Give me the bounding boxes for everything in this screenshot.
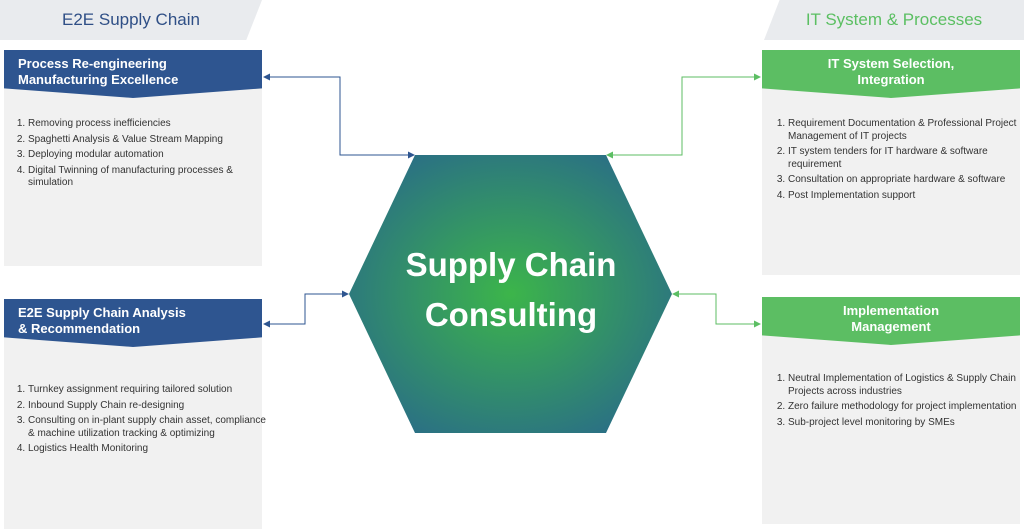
list-item: IT system tenders for IT hardware & soft… xyxy=(788,146,1024,171)
tab-e2e-supply-chain: E2E Supply Chain xyxy=(0,0,262,40)
list-item: Inbound Supply Chain re-designing xyxy=(28,400,268,413)
list-it-system-selection: Requirement Documentation & Professional… xyxy=(770,118,1024,205)
center-label-line-2: Consulting xyxy=(424,296,598,333)
list-item: Digital Twinning of manufacturing proces… xyxy=(28,165,268,190)
list-item: Consultation on appropriate hardware & s… xyxy=(788,174,1024,187)
list-e2e-analysis: Turnkey assignment requiring tailored so… xyxy=(10,384,268,459)
header-line-1: Implementation xyxy=(842,303,940,318)
header-line-2: Manufacturing Excellence xyxy=(18,72,179,87)
header-it-system-selection: IT System Selection, Integration xyxy=(762,50,1020,98)
center-label: Supply Chain Consulting xyxy=(350,240,672,340)
panel-implementation-management xyxy=(762,335,1020,524)
center-hexagon xyxy=(349,155,672,433)
panel-e2e-analysis xyxy=(4,338,262,529)
center-label-line-1: Supply Chain xyxy=(405,246,617,283)
list-process-reengineering: Removing process inefficiencies Spaghett… xyxy=(10,118,268,193)
tab-it-system-processes: IT System & Processes xyxy=(764,0,1024,40)
tab-label: IT System & Processes xyxy=(805,10,983,29)
header-e2e-analysis: E2E Supply Chain Analysis & Recommendati… xyxy=(4,299,262,347)
list-item: Deploying modular automation xyxy=(28,149,268,162)
list-item: Logistics Health Monitoring xyxy=(28,443,268,456)
header-line-1: IT System Selection, xyxy=(827,56,955,71)
list-item: Consulting on in-plant supply chain asse… xyxy=(28,415,268,440)
header-line-2: Integration xyxy=(857,72,925,87)
header-implementation-management: Implementation Management xyxy=(762,297,1020,345)
list-item: Spaghetti Analysis & Value Stream Mappin… xyxy=(28,134,268,147)
connector-top-right xyxy=(606,73,761,159)
connector-bottom-right xyxy=(672,290,761,328)
list-item: Requirement Documentation & Professional… xyxy=(788,118,1024,143)
list-item: Neutral Implementation of Logistics & Su… xyxy=(788,373,1024,398)
panel-it-system-selection xyxy=(762,88,1020,275)
list-item: Zero failure methodology for project imp… xyxy=(788,401,1024,414)
tab-label: E2E Supply Chain xyxy=(62,10,200,29)
header-line-1: E2E Supply Chain Analysis xyxy=(18,305,186,320)
list-item: Turnkey assignment requiring tailored so… xyxy=(28,384,268,397)
header-line-2: & Recommendation xyxy=(18,321,141,336)
header-process-reengineering: Process Re-engineering Manufacturing Exc… xyxy=(4,50,262,98)
list-item: Sub-project level monitoring by SMEs xyxy=(788,417,1024,430)
connector-top-left xyxy=(263,73,415,159)
panel-process-reengineering xyxy=(4,88,262,266)
list-item: Removing process inefficiencies xyxy=(28,118,268,131)
list-implementation-management: Neutral Implementation of Logistics & Su… xyxy=(770,373,1024,432)
header-line-1: Process Re-engineering xyxy=(18,56,167,71)
header-line-2: Management xyxy=(851,319,931,334)
connector-bottom-left xyxy=(263,290,349,328)
list-item: Post Implementation support xyxy=(788,190,1024,203)
